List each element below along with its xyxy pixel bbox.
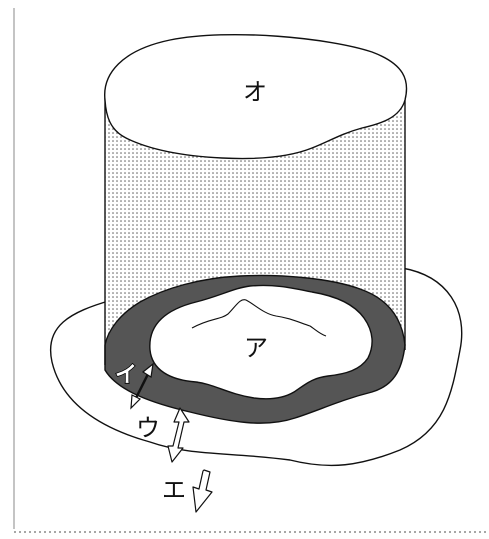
outflow-arrow xyxy=(192,469,213,513)
center-region xyxy=(149,284,373,400)
label-top-disc: オ xyxy=(243,78,267,106)
center-mound-outline xyxy=(191,299,327,337)
ring-thickness-arrow xyxy=(130,362,154,410)
outer-region-arrow xyxy=(167,407,190,463)
label-dark-ring: イ xyxy=(115,363,137,388)
label-outflow: エ xyxy=(162,476,186,504)
label-center-region: ア xyxy=(244,334,268,362)
label-outer-region: ウ xyxy=(136,414,160,442)
top-disc xyxy=(104,33,408,160)
